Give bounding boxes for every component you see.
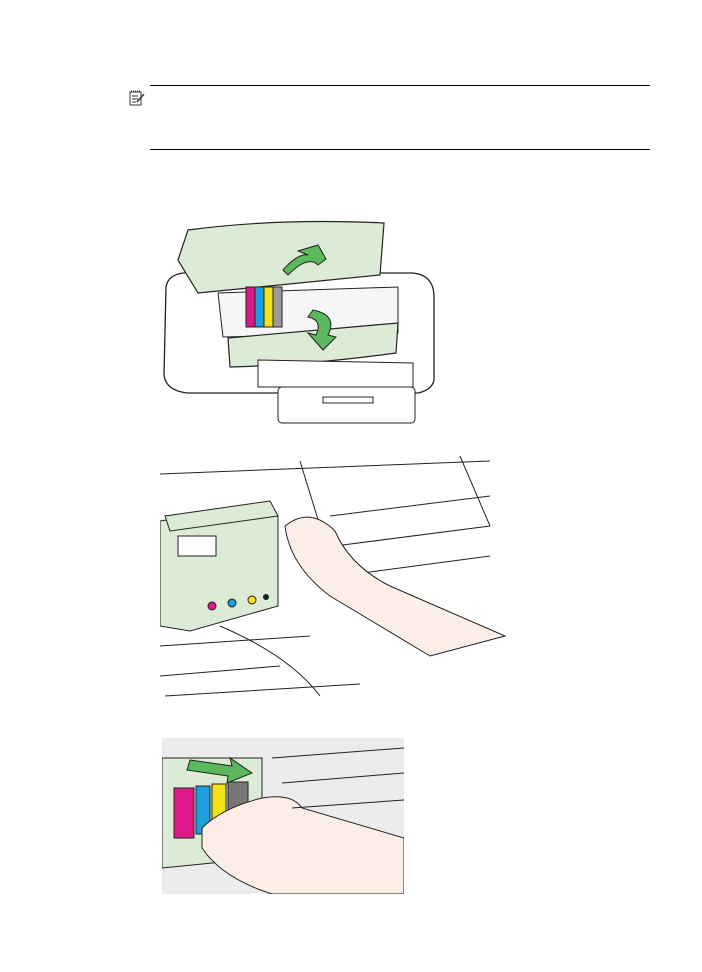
pull-arrow-icon: [186, 756, 254, 784]
ink-cartridges: [245, 286, 283, 328]
printer-open-door-illustration: [163, 220, 435, 424]
remove-cartridge-illustration: [162, 738, 404, 894]
note-bottom-rule: [150, 149, 650, 150]
up-arrow-icon: [282, 244, 327, 276]
down-arrow-icon: [306, 309, 337, 351]
lift-latch-illustration: [160, 456, 507, 697]
note-pad-icon: [129, 90, 145, 106]
note-top-rule: [150, 85, 650, 86]
